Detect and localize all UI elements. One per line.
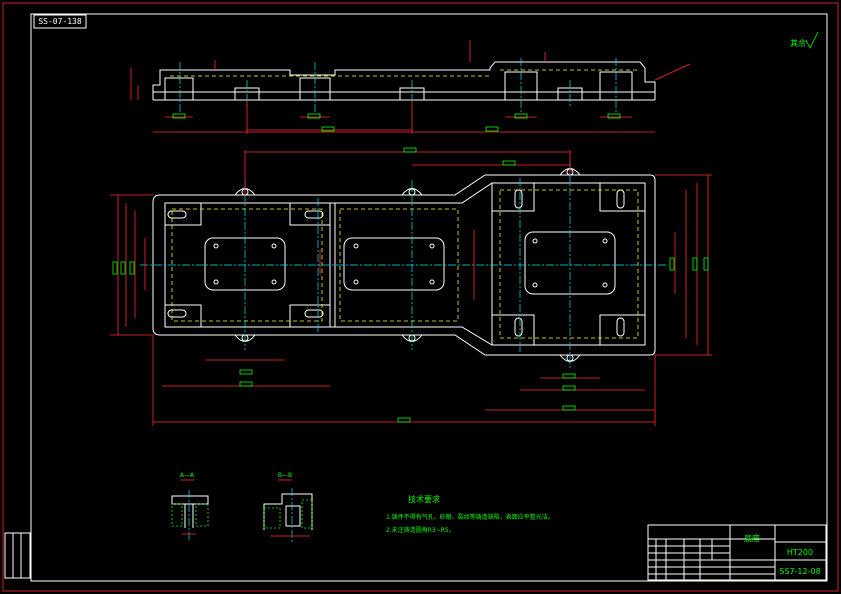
section-b-label: B—B — [278, 472, 292, 479]
top-view — [110, 147, 712, 426]
tech-title: 技术要求 — [408, 494, 440, 504]
code-box-text: SS-07-138 — [38, 17, 82, 26]
front-view — [130, 40, 691, 134]
roughness-note-text: 其余 — [790, 38, 806, 48]
left-strip — [4, 532, 31, 579]
inner-border — [30, 13, 828, 582]
tech-item-1: 1.铸件不得有气孔、砂眼、裂纹等铸造缺陷，表面应平整光洁。 — [386, 513, 554, 521]
section-a-label: A—A — [180, 472, 195, 479]
section-a: A—A — [171, 472, 209, 540]
roughness-note: 其余 — [790, 31, 819, 49]
title-part-name: 底座 — [744, 533, 760, 543]
tech-item-2: 2.未注铸造圆角R3~R5。 — [386, 526, 455, 534]
section-b: B—B — [263, 472, 313, 542]
tech-requirements: 技术要求 1.铸件不得有气孔、砂眼、裂纹等铸造缺陷，表面应平整光洁。 2.未注铸… — [386, 494, 554, 534]
title-block: 底座 HT200 SS7-12-08 — [647, 524, 827, 581]
title-drawing-no: SS7-12-08 — [779, 567, 820, 576]
title-material: HT200 — [787, 548, 813, 557]
code-box: SS-07-138 — [33, 14, 87, 29]
